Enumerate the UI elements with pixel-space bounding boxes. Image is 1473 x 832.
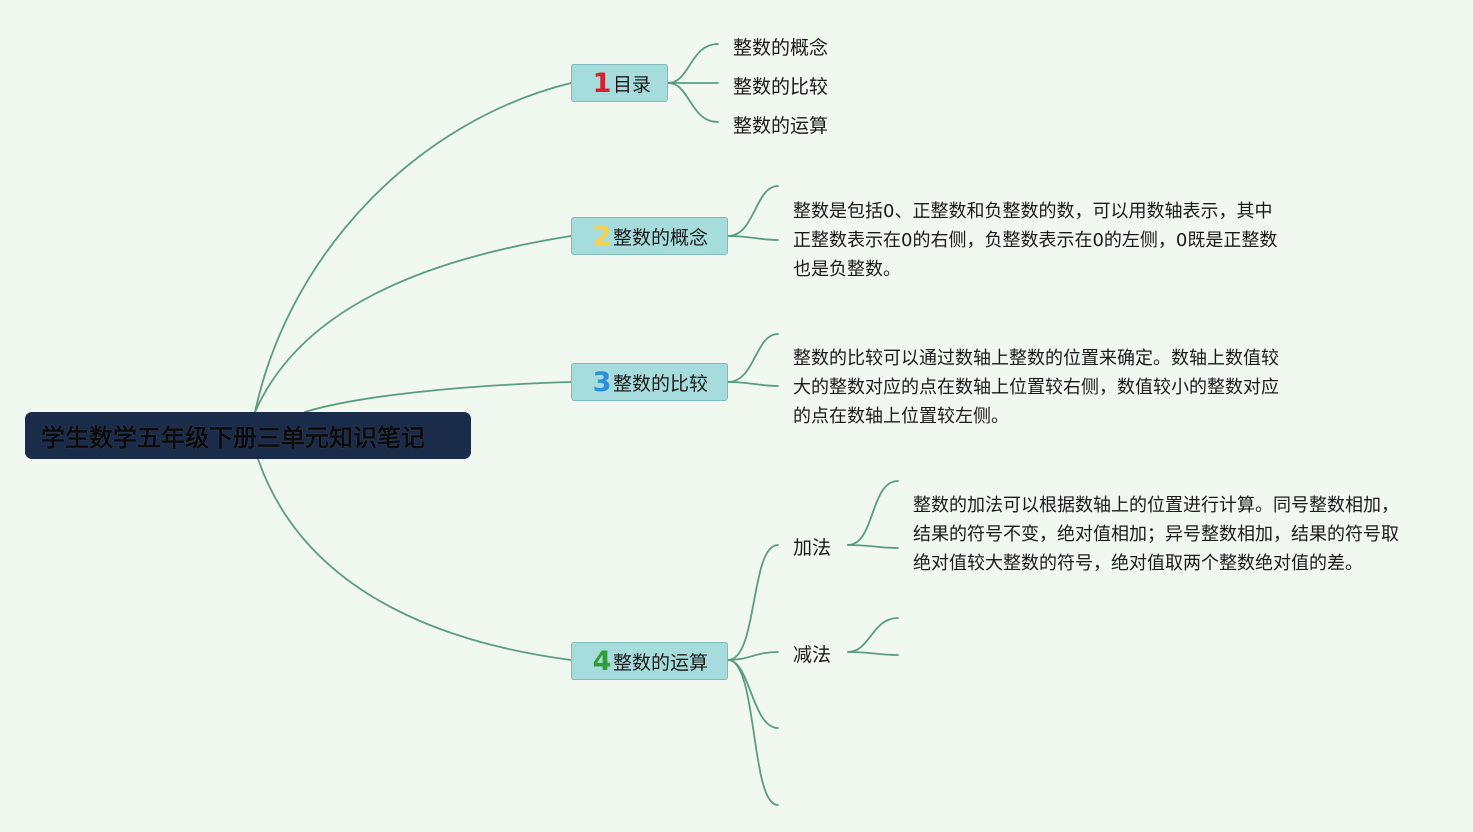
connector-branch-1-child-1 <box>667 43 719 84</box>
branch-label-1: 目录 <box>613 73 652 96</box>
branch-topic-3[interactable]: 3 整数的比较 <box>571 363 728 401</box>
connector-addition-note-end <box>847 544 899 549</box>
branch-4-child-addition[interactable]: 加法 <box>793 537 832 559</box>
connector-addition-note <box>847 480 899 546</box>
connector-branch-2-note-end <box>727 235 779 241</box>
branch-label-3: 整数的比较 <box>613 372 709 395</box>
root-topic-title: 学生数学五年级下册三单元知识笔记 <box>41 424 425 452</box>
branch-number-4: 4 <box>592 645 612 677</box>
branch-topic-4[interactable]: 4 整数的运算 <box>571 642 728 680</box>
connector-branch-4-child-2 <box>727 651 779 661</box>
connector-branch-2-note <box>727 185 779 237</box>
branch-topic-1[interactable]: 1 目录 <box>571 64 668 102</box>
connector-root-to-branch-3 <box>304 381 572 413</box>
branch-4-child-subtraction[interactable]: 减法 <box>793 644 832 666</box>
connector-branch-4-child-1 <box>727 544 779 661</box>
branch-1-child-2[interactable]: 整数的比较 <box>733 76 829 98</box>
root-topic[interactable]: 学生数学五年级下册三单元知识笔记 <box>25 412 471 459</box>
branch-3-note[interactable]: 整数的比较可以通过数轴上整数的位置来确定。数轴上数值较大的整数对应的点在数轴上位… <box>793 348 1279 427</box>
connector-root-to-branch-4 <box>257 458 572 661</box>
branch-number-3: 3 <box>592 366 612 398</box>
connector-branch-4-child-3 <box>727 659 779 729</box>
connector-subtraction-note-end <box>847 651 899 656</box>
branch-number-1: 1 <box>592 67 612 99</box>
branch-number-2: 2 <box>592 220 612 252</box>
connector-branch-4-child-4 <box>727 659 779 806</box>
connector-branch-3-note <box>727 333 779 383</box>
branch-label-4: 整数的运算 <box>613 651 709 674</box>
branch-1-child-1[interactable]: 整数的概念 <box>733 37 829 59</box>
branch-topic-2[interactable]: 2 整数的概念 <box>571 217 728 255</box>
connector-root-to-branch-1 <box>254 82 572 413</box>
branch-1-child-3[interactable]: 整数的运算 <box>733 115 829 137</box>
connector-branch-3-note-end <box>727 381 779 387</box>
branch-2-note[interactable]: 整数是包括0、正整数和负整数的数，可以用数轴表示，其中正整数表示在0的右侧，负整… <box>793 201 1278 280</box>
branch-label-2: 整数的概念 <box>613 226 709 249</box>
connector-branch-1-child-3 <box>667 82 719 123</box>
connector-root-to-branch-2 <box>254 235 572 413</box>
connector-subtraction-note <box>847 617 899 653</box>
addition-note[interactable]: 整数的加法可以根据数轴上的位置进行计算。同号整数相加，结果的符号不变，绝对值相加… <box>913 495 1399 574</box>
